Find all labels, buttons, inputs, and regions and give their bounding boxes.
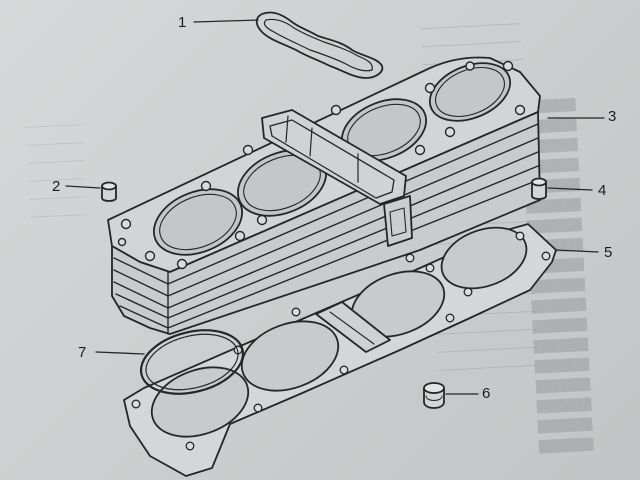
callout-3: 3 (608, 108, 617, 125)
part-5-head-gasket (123, 223, 557, 477)
callout-6: 6 (482, 385, 491, 402)
part-6-collar (423, 382, 445, 409)
part-3-cylinder-head (107, 56, 541, 335)
callout-5: 5 (604, 244, 613, 261)
part-1-cover-gasket-inner (263, 18, 373, 72)
part-2-dowel-pin (101, 181, 117, 202)
part-7-o-ring (139, 329, 245, 395)
part-1-cover-gasket (255, 11, 384, 79)
callout-4: 4 (598, 182, 607, 199)
callout-7: 7 (78, 344, 87, 361)
leader-lines (65, 19, 605, 395)
callout-1: 1 (178, 14, 187, 31)
callout-2: 2 (52, 178, 61, 195)
part-4-dowel-pin (531, 177, 547, 200)
